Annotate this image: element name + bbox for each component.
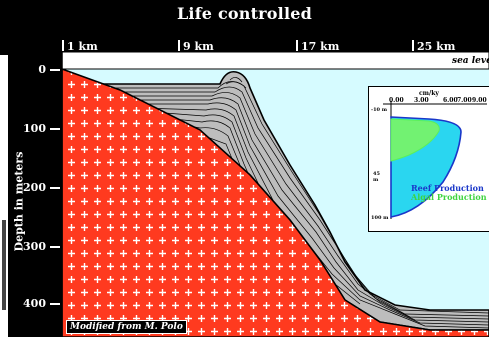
km-tick-17 — [296, 40, 298, 51]
y-tick-0: 0 — [38, 63, 46, 76]
y-tick-mark-100 — [50, 128, 60, 130]
inset-units: cm/ky — [419, 90, 439, 97]
inset-x-tick-2: 6.00 — [443, 97, 458, 104]
km-tick-1 — [62, 40, 64, 51]
km-tick-9 — [178, 40, 180, 51]
inset-x-tick-4: 9.00 — [472, 97, 487, 104]
sea-level-label: sea level — [452, 56, 489, 66]
inset-x-tick-3: 7.00 — [457, 97, 472, 104]
km-label-1: 1 km — [67, 40, 98, 53]
left-strip — [0, 55, 8, 337]
y-tick-mark-300 — [50, 246, 60, 248]
inset-x-tick-0: 0.00 — [389, 97, 404, 104]
km-label-9: 9 km — [183, 40, 214, 53]
diagram-title: Life controlled — [176, 4, 313, 23]
km-tick-25 — [412, 40, 414, 51]
y-tick-200: 200 — [23, 181, 46, 194]
inset-depth-bottom: 100 m — [371, 215, 389, 221]
inset-depth-top: -10 m — [371, 107, 388, 113]
left-strip-marks — [2, 220, 6, 310]
y-tick-mark-0 — [50, 69, 60, 71]
inset-depth-mid: 45 m — [373, 171, 380, 183]
basement-rock — [61, 67, 489, 337]
y-tick-100: 100 — [23, 122, 46, 135]
credit-label: Modified from M. Polo — [66, 320, 187, 334]
legend-reef-production: Reef Production — [411, 183, 484, 193]
y-tick-mark-200 — [50, 187, 60, 189]
y-tick-mark-400 — [50, 303, 60, 305]
inset-x-tick-1: 3.00 — [414, 97, 429, 104]
legend-algal-production: Algal Production — [411, 192, 487, 202]
km-label-25: 25 km — [417, 40, 456, 53]
km-label-17: 17 km — [301, 40, 340, 53]
y-tick-300: 300 — [23, 240, 46, 253]
y-tick-400: 400 — [23, 297, 46, 310]
top-frame — [61, 51, 489, 70]
algal-production-curve — [390, 118, 440, 162]
production-curves — [383, 101, 487, 219]
production-inset: cm/ky 0.00 3.00 6.00 7.00 9.00 -10 m 45 … — [368, 86, 489, 232]
